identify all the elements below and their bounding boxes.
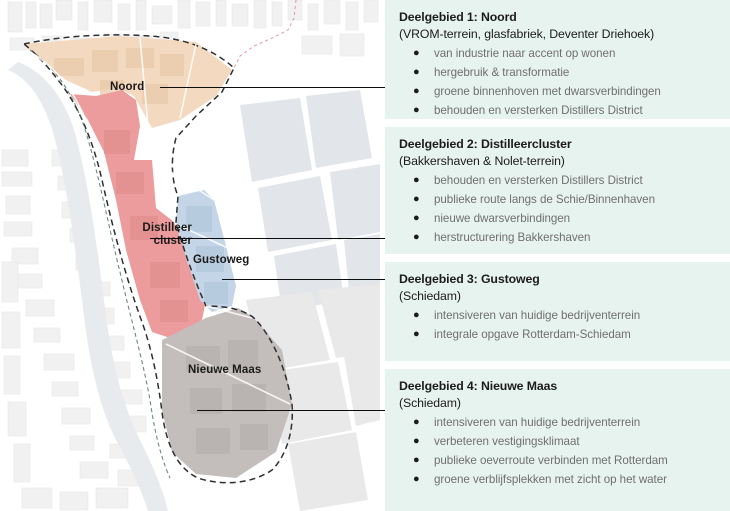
map-panel: Noord Distilleer cluster Gustoweg Nieuwe… xyxy=(0,0,380,511)
list-item: ● behouden en versterken Distillers Distr… xyxy=(399,101,722,120)
bullet-icon: ● xyxy=(413,174,420,186)
list-item-text: verbeteren vestigingsklimaat xyxy=(434,435,580,448)
bullet-icon: ● xyxy=(413,454,420,466)
bullet-icon: ● xyxy=(413,104,420,116)
plan-boundary-dashed xyxy=(22,34,294,484)
list-item: ● groene verblijfsplekken met zicht op he… xyxy=(399,470,722,489)
list-item: ● groene binnenhoven met dwarsverbindinge… xyxy=(399,82,722,101)
list-item: ● integrale opgave Rotterdam-Schiedam xyxy=(399,325,722,344)
list-item-text: publieke route langs de Schie/Binnenhave… xyxy=(434,193,655,206)
list-item: ● intensiveren van huidige bedrijventerre… xyxy=(399,413,722,432)
bullet-icon: ● xyxy=(413,231,420,243)
water-channel xyxy=(8,62,168,511)
leader-line-nieuwemaas xyxy=(197,410,386,411)
panel-1-title: Deelgebied 1: Noord xyxy=(399,10,517,24)
list-item-text: van industrie naar accent op wonen xyxy=(434,47,616,60)
list-item-text: behouden en versterken Distillers Distri… xyxy=(434,174,643,187)
list-item-text: behouden en versterken Distillers Distri… xyxy=(434,104,643,117)
panel-3-title: Deelgebied 3: Gustoweg xyxy=(399,272,540,286)
list-item-text: publieke oeverroute verbinden met Rotter… xyxy=(434,454,668,467)
panel-3-list: ● intensiveren van huidige bedrijventerre… xyxy=(399,306,722,344)
bullet-icon: ● xyxy=(413,328,420,340)
list-item-text: hergebruik & transformatie xyxy=(434,66,570,79)
bullet-icon: ● xyxy=(413,212,420,224)
list-item-text: herstructurering Bakkershaven xyxy=(434,231,591,244)
list-item-text: intensiveren van huidige bedrijventerrei… xyxy=(434,309,641,322)
list-item: ● publieke oeverroute verbinden met Rotte… xyxy=(399,451,722,470)
bullet-icon: ● xyxy=(413,66,420,78)
bullet-icon: ● xyxy=(413,473,420,485)
list-item: ● hergebruik & transformatie xyxy=(399,63,722,82)
map-label-nieuwe-maas: Nieuwe Maas xyxy=(188,364,262,376)
municipal-border-dashed xyxy=(233,0,297,69)
panel-2-list: ● behouden en versterken Distillers Distr… xyxy=(399,171,722,247)
panel-1-subtitle: (VROM-terrein, glasfabriek, Deventer Dri… xyxy=(399,27,655,41)
list-item: ● herstructurering Bakkershaven xyxy=(399,228,722,247)
list-item: ● publieke route langs de Schie/Binnenhav… xyxy=(399,190,722,209)
bullet-icon: ● xyxy=(413,309,420,321)
list-item-text: groene verblijfsplekken met zicht op het… xyxy=(434,473,667,486)
list-item-text: intensiveren van huidige bedrijventerrei… xyxy=(434,416,641,429)
zone-gustoweg-parcels xyxy=(186,206,228,304)
map-label-gustoweg: Gustoweg xyxy=(193,254,250,266)
info-panel-deelgebied-2: Deelgebied 2: Distilleercluster (Bakkers… xyxy=(385,127,730,254)
bullet-icon: ● xyxy=(413,416,420,428)
info-panel-deelgebied-4: Deelgebied 4: Nieuwe Maas (Schiedam) ● in… xyxy=(385,369,730,511)
bullet-icon: ● xyxy=(413,193,420,205)
list-item: ● behouden en versterken Distillers Distr… xyxy=(399,171,722,190)
panel-2-title: Deelgebied 2: Distilleercluster xyxy=(399,137,572,151)
info-panel-deelgebied-1: Deelgebied 1: Noord (VROM-terrein, glasf… xyxy=(385,0,730,119)
list-item: ● nieuwe dwarsverbindingen xyxy=(399,209,722,228)
map-label-noord: Noord xyxy=(110,81,145,93)
list-item-text: integrale opgave Rotterdam-Schiedam xyxy=(434,328,631,341)
panel-4-title: Deelgebied 4: Nieuwe Maas xyxy=(399,379,558,393)
map-road-lines xyxy=(29,37,291,405)
bullet-icon: ● xyxy=(413,47,420,59)
leader-line-distilleercluster xyxy=(150,238,386,239)
zone-distilleer-parcels xyxy=(104,130,188,322)
zone-nieuwemaas-parcels xyxy=(186,340,268,454)
panel-4-subtitle: (Schiedam) xyxy=(399,396,461,410)
panel-2-subtitle: (Bakkershaven & Nolet-terrein) xyxy=(399,154,565,168)
info-panel-deelgebied-3: Deelgebied 3: Gustoweg (Schiedam) ● inten… xyxy=(385,262,730,361)
map-label-distilleer-cluster: Distilleer cluster xyxy=(142,222,192,247)
list-item-text: groene binnenhoven met dwarsverbindingen xyxy=(434,85,661,98)
plan-boundary-inner-dashed xyxy=(29,49,171,479)
list-item-text: nieuwe dwarsverbindingen xyxy=(434,212,571,225)
zone-noord-parcels xyxy=(54,48,184,104)
leader-line-gustoweg xyxy=(222,279,386,280)
city-map xyxy=(0,0,380,511)
leader-line-noord xyxy=(160,87,386,88)
panel-1-list: ● van industrie naar accent op wonen ● her… xyxy=(399,44,722,120)
bullet-icon: ● xyxy=(413,435,420,447)
panel-4-list: ● intensiveren van huidige bedrijventerre… xyxy=(399,413,722,489)
panel-3-subtitle: (Schiedam) xyxy=(399,289,461,303)
list-item: ● verbeteren vestigingsklimaat xyxy=(399,432,722,451)
bullet-icon: ● xyxy=(413,85,420,97)
list-item: ● van industrie naar accent op wonen xyxy=(399,44,722,63)
list-item: ● intensiveren van huidige bedrijventerre… xyxy=(399,306,722,325)
